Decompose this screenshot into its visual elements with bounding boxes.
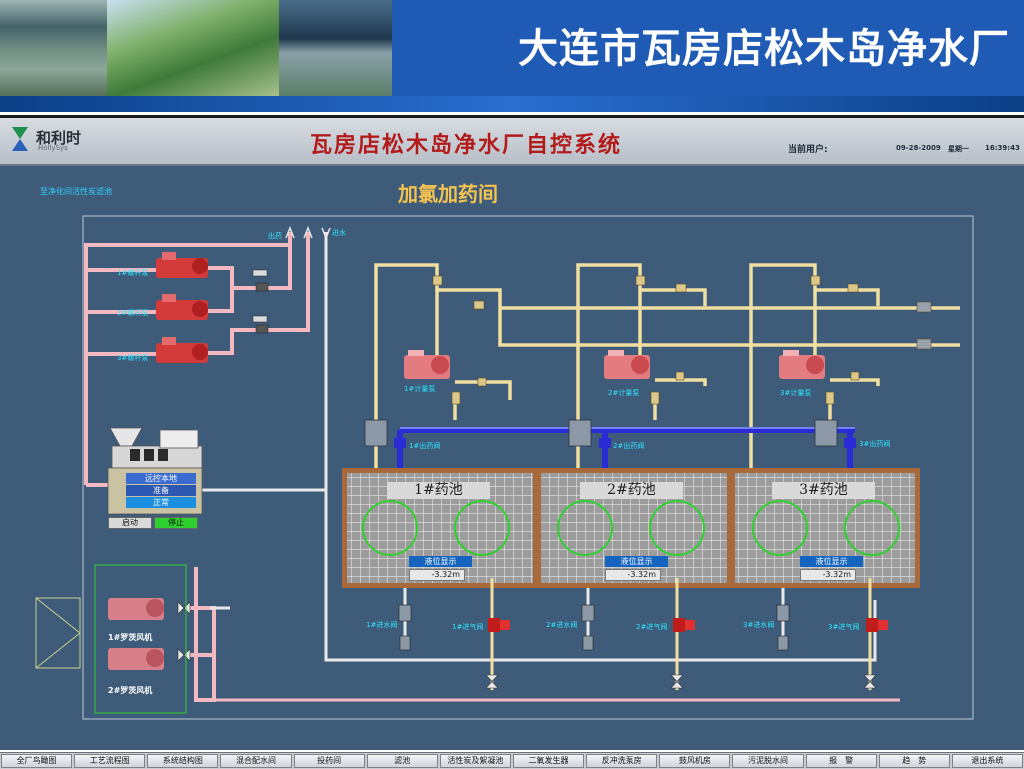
screw-pump-2-label[interactable]: 2#螺杆泵 bbox=[117, 309, 149, 317]
nav-trend[interactable]: 趋 势 bbox=[878, 754, 950, 768]
tank-2-label: 2#药池 bbox=[580, 482, 683, 499]
inlet-air-valve-1-label[interactable]: 1#进气阀 bbox=[452, 623, 484, 631]
bowtie-valves bbox=[177, 601, 877, 689]
inlet-water-valve-2-label[interactable]: 2#进水阀 bbox=[546, 621, 578, 629]
blower-room-frame bbox=[94, 564, 187, 714]
banner-strip bbox=[0, 96, 1024, 112]
nav-backwash-pump[interactable]: 反冲洗泵房 bbox=[586, 754, 658, 768]
tank-2-level-title: 液位显示 bbox=[605, 556, 668, 567]
outlet-valve-1-label[interactable]: 1#出药阀 bbox=[409, 442, 441, 450]
logo-subtext: HollySys bbox=[38, 144, 68, 152]
header-photo-basins bbox=[279, 0, 392, 96]
inlet-air-valve-3-label[interactable]: 3#进气阀 bbox=[828, 623, 860, 631]
mixer-ring bbox=[454, 500, 510, 556]
mixer-ring bbox=[752, 500, 808, 556]
drug-pipes bbox=[374, 263, 960, 480]
remote-local-status: 远控本地 bbox=[126, 473, 196, 484]
nav-plant-overview[interactable]: 全厂鸟瞰图 bbox=[1, 754, 73, 768]
flow-meters bbox=[252, 269, 269, 334]
hollysys-logo-icon bbox=[12, 127, 28, 151]
inlet-water-valve-3-label[interactable]: 3#进水阀 bbox=[743, 621, 775, 629]
nav-system-structure[interactable]: 系统结构图 bbox=[147, 754, 219, 768]
header-photo-clarifier bbox=[0, 0, 107, 96]
nav-exit-system[interactable]: 退出系统 bbox=[951, 754, 1023, 768]
current-user-label: 当前用户: bbox=[788, 145, 828, 155]
outlet-arrows bbox=[285, 225, 331, 241]
screw-pump-3-label[interactable]: 3#螺杆泵 bbox=[117, 354, 149, 362]
tank-1-label: 1#药池 bbox=[387, 482, 490, 499]
ready-status: 准备 bbox=[126, 485, 196, 496]
inlet-water-valve-1-label[interactable]: 1#进水阀 bbox=[366, 621, 398, 629]
nav-dosing-room[interactable]: 投药间 bbox=[293, 754, 365, 768]
metering-pump-2-label[interactable]: 2#计量泵 bbox=[608, 389, 640, 397]
metering-pump-1-label[interactable]: 1#计量泵 bbox=[404, 385, 436, 393]
tank-1-level-title: 液位显示 bbox=[409, 556, 472, 567]
hmi-topbar: 和利时 HollySys 瓦房店松木岛净水厂自控系统 当前用户: 09-28-2… bbox=[0, 118, 1024, 166]
mixer-ring bbox=[362, 500, 418, 556]
in-water-label: 进水 bbox=[332, 229, 346, 237]
drug-valves bbox=[432, 275, 932, 405]
inlet-air-valve-2-label[interactable]: 2#进气阀 bbox=[636, 623, 668, 631]
outlet-valves bbox=[364, 419, 856, 448]
tank-3-label: 3#药池 bbox=[772, 482, 875, 499]
slide-banner: 大连市瓦房店松木岛净水厂 bbox=[0, 0, 1024, 112]
diagram-frame bbox=[82, 215, 974, 720]
room-title: 加氯加药间 bbox=[398, 182, 498, 206]
screw-pump-2 bbox=[156, 294, 208, 320]
inlet-water-valves bbox=[398, 604, 790, 651]
tank-3-level-value: -3.32m bbox=[800, 569, 856, 581]
nav-alarm[interactable]: 报 警 bbox=[805, 754, 877, 768]
roots-blower-1 bbox=[108, 598, 164, 620]
tank-1-level-value: -3.32m bbox=[409, 569, 465, 581]
tank-2-level-value: -3.32m bbox=[605, 569, 661, 581]
metering-pump-1 bbox=[404, 350, 450, 379]
metering-pump-2 bbox=[604, 350, 650, 379]
blue-manifold bbox=[397, 427, 855, 468]
metering-pump-3-label[interactable]: 3#计量泵 bbox=[780, 389, 812, 397]
date-display: 09-28-2009 bbox=[896, 144, 941, 152]
stop-button[interactable]: 停止 bbox=[154, 517, 198, 529]
tank-3-level-title: 液位显示 bbox=[800, 556, 863, 567]
screw-pump-3 bbox=[156, 337, 208, 363]
screw-pump-1-label[interactable]: 1#螺杆泵 bbox=[117, 269, 149, 277]
metering-pump-3 bbox=[779, 350, 825, 379]
mixer-ring bbox=[844, 500, 900, 556]
out-drug-label: 出药 bbox=[268, 232, 282, 240]
nav-blower-room[interactable]: 鼓风机房 bbox=[659, 754, 731, 768]
nav-link-activated-carbon-filter[interactable]: 至净化间活性炭滤池 bbox=[40, 187, 112, 196]
roots-blower-2-label[interactable]: 2#罗茨风机 bbox=[108, 686, 153, 695]
nav-filter[interactable]: 滤池 bbox=[366, 754, 438, 768]
white-pipes bbox=[200, 232, 877, 662]
nav-dioxide-generator[interactable]: 二氧发生器 bbox=[512, 754, 585, 768]
nav-mixing-distribution[interactable]: 混合配水间 bbox=[220, 754, 292, 768]
time-display: 16:39:43 bbox=[985, 144, 1020, 152]
nav-process-flow[interactable]: 工艺流程图 bbox=[74, 754, 146, 768]
weekday-display: 星期一 bbox=[948, 145, 969, 153]
bottom-nav-bar: 全厂鸟瞰图 工艺流程图 系统结构图 混合配水间 投药间 滤池 活性炭及絮凝池 二… bbox=[0, 752, 1024, 769]
nav-carbon-flocculation[interactable]: 活性炭及絮凝池 bbox=[439, 754, 511, 768]
header-photo-plant-overview bbox=[107, 0, 279, 96]
normal-status: 正常 bbox=[126, 497, 196, 508]
mixer-ring bbox=[649, 500, 705, 556]
screw-pump-1 bbox=[156, 252, 208, 278]
logo-text: 和利时 bbox=[36, 129, 82, 147]
start-button[interactable]: 启动 bbox=[108, 517, 152, 529]
nav-sludge-dewatering[interactable]: 污泥脱水间 bbox=[732, 754, 804, 768]
outlet-valve-3-label[interactable]: 3#出药阀 bbox=[859, 440, 891, 448]
mixer-ring bbox=[557, 500, 613, 556]
system-title: 瓦房店松木岛净水厂自控系统 bbox=[310, 132, 623, 158]
outlet-valve-2-label[interactable]: 2#出药阀 bbox=[613, 442, 645, 450]
roots-blower-2 bbox=[108, 648, 164, 670]
inlet-air-valves bbox=[488, 618, 888, 632]
roots-blower-1-label[interactable]: 1#罗茨风机 bbox=[108, 633, 153, 642]
process-diagram bbox=[35, 215, 974, 720]
slide-title: 大连市瓦房店松木岛净水厂 bbox=[518, 26, 1010, 72]
